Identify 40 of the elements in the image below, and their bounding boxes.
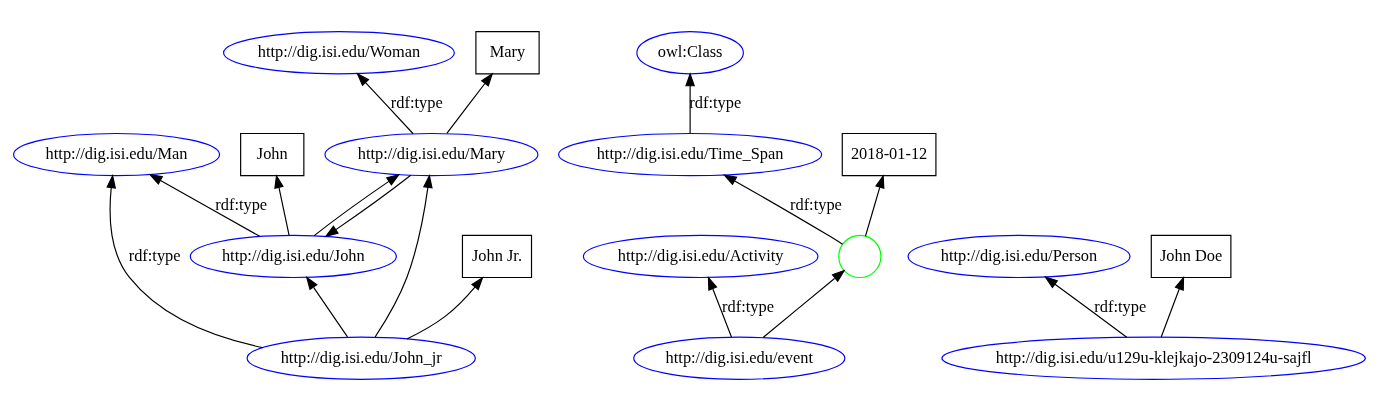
node-ellipse: http://dig.isi.edu/John [189, 234, 397, 279]
edge-label: rdf:type [215, 194, 268, 214]
node-ellipse: http://dig.isi.edu/Mary [324, 132, 539, 177]
node-ellipse: http://dig.isi.edu/Activity [582, 234, 819, 279]
node-ellipse: http://dig.isi.edu/u129u-klejkajo-2309124u-sajfl [941, 336, 1366, 380]
arrow [707, 276, 733, 338]
node-box: Mary [475, 31, 540, 75]
node-box: John Jr. [461, 234, 533, 279]
node-ellipse: http://dig.isi.edu/John_jr [246, 336, 476, 380]
edge-label: rdf:type [128, 245, 181, 265]
arrow [374, 173, 433, 338]
node-ellipse: owl:Class [636, 31, 744, 75]
arrow [446, 72, 494, 134]
node-ellipse: http://dig.isi.edu/Time_Span [558, 132, 823, 177]
arrow [313, 173, 401, 237]
edge-label: rdf:type [1094, 296, 1147, 316]
arrow [1160, 276, 1185, 338]
arrow [762, 269, 846, 338]
arrow [685, 72, 696, 134]
arrow [864, 174, 885, 237]
arrow [305, 275, 349, 338]
arrow [274, 174, 290, 236]
node-box: John Doe [1150, 234, 1232, 279]
node-ellipse: http://dig.isi.edu/Man [13, 132, 221, 177]
node-box: John [240, 132, 305, 177]
node-ellipse: http://dig.isi.edu/Woman [223, 31, 455, 75]
arrow [324, 174, 412, 238]
arrow [722, 174, 844, 245]
edge-label: rdf:type [722, 296, 774, 316]
arrow [148, 173, 261, 237]
arrow [106, 174, 264, 349]
arrow [1044, 276, 1128, 338]
edge-label: rdf:type [390, 93, 443, 112]
arrow [406, 276, 484, 340]
node-box: 2018-01-12 [841, 132, 937, 177]
node-circle [838, 234, 882, 279]
edge-label: rdf:type [790, 194, 842, 214]
node-ellipse: http://dig.isi.edu/Person [907, 234, 1131, 279]
node-ellipse: http://dig.isi.edu/event [633, 336, 846, 380]
arrow [356, 72, 414, 135]
